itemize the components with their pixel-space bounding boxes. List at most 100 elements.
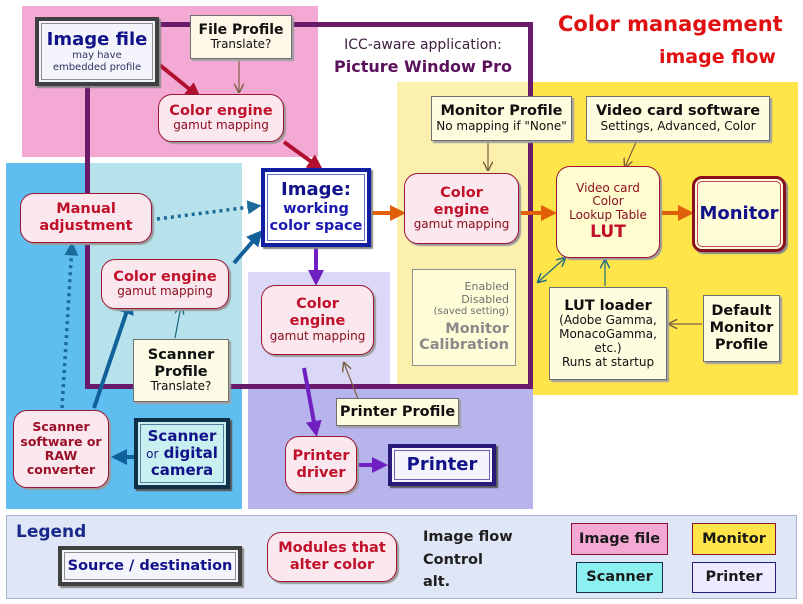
app-label: ICC-aware application: bbox=[344, 37, 502, 53]
legend-source-label: Source / destination bbox=[67, 557, 233, 574]
legend-modules-line2: alter color bbox=[289, 557, 375, 573]
legend-title: Legend bbox=[16, 522, 87, 542]
color-engine-input-sub: gamut mapping bbox=[173, 118, 269, 133]
color-engine-monitor: Color engine gamut mapping bbox=[404, 173, 519, 244]
legend-monitor-label: Monitor bbox=[702, 530, 766, 547]
video-card-lut: Video card Color Lookup Table LUT bbox=[556, 166, 660, 258]
manual-adjustment-line2: adjustment bbox=[39, 218, 133, 234]
monitor-profile-note: Monitor Profile No mapping if "None" bbox=[431, 96, 572, 141]
color-engine-scanner: Color engine gamut mapping bbox=[101, 259, 229, 309]
monitor-cal-title2: Calibration bbox=[419, 337, 509, 354]
lut-loader-l2: MonacoGamma, bbox=[559, 327, 657, 342]
monitor-cal-disabled: Disabled bbox=[461, 292, 509, 306]
monitor-destination: Monitor bbox=[692, 176, 786, 252]
image-file-source: Image file may have embedded profile bbox=[35, 17, 159, 86]
video-card-software-sub: Settings, Advanced, Color bbox=[600, 118, 756, 133]
manual-adjustment: Manual adjustment bbox=[20, 193, 152, 243]
legend-control: Control bbox=[423, 552, 483, 568]
file-profile-note: File Profile Translate? bbox=[190, 15, 292, 59]
scanner-sw-l4: converter bbox=[26, 462, 96, 478]
scanner-sw-l2: software or bbox=[20, 433, 102, 449]
legend-modules: Modules that alter color bbox=[267, 532, 397, 582]
legend-image-file-label: Image file bbox=[578, 530, 661, 547]
monitor-cal-title1: Monitor bbox=[445, 320, 509, 337]
scanner-profile-l2: Profile bbox=[154, 363, 208, 380]
color-engine-printer-sub: gamut mapping bbox=[269, 328, 366, 343]
scanner-cam-l3: digital bbox=[163, 443, 218, 462]
legend-printer-label: Printer bbox=[705, 569, 763, 586]
printer-driver: Printer driver bbox=[285, 436, 357, 493]
lut-line1: Video card bbox=[576, 180, 640, 195]
image-file-sub2: embedded profile bbox=[52, 61, 142, 73]
file-profile-sub: Translate? bbox=[210, 37, 272, 52]
image-working-space: Image: working color space bbox=[261, 168, 371, 247]
color-engine-scanner-title: Color engine bbox=[113, 268, 217, 285]
printer-destination: Printer bbox=[388, 444, 496, 486]
lut-line2: Color bbox=[592, 194, 624, 209]
diagram-title-line1: Color management bbox=[558, 12, 783, 36]
monitor-cal-saved: (saved setting) bbox=[433, 306, 509, 318]
image-ws-line1: Image: bbox=[281, 179, 351, 201]
legend-monitor: Monitor bbox=[692, 523, 776, 555]
legend-alt: alt. bbox=[423, 574, 451, 590]
scanner-profile-sub: Translate? bbox=[150, 379, 212, 394]
color-engine-monitor-line1: Color bbox=[440, 184, 483, 201]
image-file-sub1: may have bbox=[72, 50, 122, 62]
color-engine-printer-line2: engine bbox=[289, 313, 346, 330]
scanner-cam-l2-row: or digital bbox=[146, 443, 218, 462]
lut-loader-l1: (Adobe Gamma, bbox=[559, 313, 657, 328]
app-name: Picture Window Pro bbox=[334, 57, 512, 76]
video-card-software-title: Video card software bbox=[595, 103, 761, 120]
monitor-cal-enabled: Enabled bbox=[464, 279, 509, 293]
legend-image-file: Image file bbox=[571, 523, 668, 555]
image-file-title: Image file bbox=[46, 28, 148, 50]
legend-scanner-label: Scanner bbox=[586, 569, 653, 586]
monitor-title: Monitor bbox=[699, 202, 779, 224]
monitor-profile-title: Monitor Profile bbox=[440, 103, 563, 120]
legend-printer: Printer bbox=[692, 562, 776, 593]
file-profile-title: File Profile bbox=[198, 22, 284, 39]
lut-loader-l3: etc.) bbox=[594, 340, 622, 355]
color-engine-scanner-sub: gamut mapping bbox=[117, 284, 213, 299]
legend-source-destination: Source / destination bbox=[58, 546, 242, 586]
diagram-title-line2: image flow bbox=[659, 46, 776, 68]
lut-loader-l4: Runs at startup bbox=[561, 354, 655, 369]
color-engine-monitor-sub: gamut mapping bbox=[413, 217, 510, 232]
lut-line4: LUT bbox=[590, 221, 626, 242]
lut-loader-title: LUT loader bbox=[564, 297, 652, 314]
scanner-cam-l4: camera bbox=[150, 461, 214, 480]
color-engine-input-title: Color engine bbox=[169, 102, 273, 119]
monitor-calibration: Enabled Disabled (saved setting) Monitor… bbox=[412, 269, 516, 366]
scanner-camera-source: Scanner or digital camera bbox=[134, 418, 230, 489]
scanner-cam-l1: Scanner bbox=[147, 426, 217, 445]
color-engine-monitor-line2: engine bbox=[433, 201, 490, 218]
video-card-software-note: Video card software Settings, Advanced, … bbox=[586, 96, 770, 141]
printer-title: Printer bbox=[406, 453, 478, 475]
monitor-profile-sub: No mapping if "None" bbox=[436, 118, 567, 133]
printer-driver-l2: driver bbox=[296, 464, 346, 481]
legend-scanner: Scanner bbox=[576, 562, 663, 593]
default-profile-l3: Profile bbox=[714, 336, 769, 353]
printer-driver-l1: Printer bbox=[292, 447, 350, 464]
default-profile-l2: Monitor bbox=[709, 320, 774, 337]
scanner-sw-l1: Scanner bbox=[32, 419, 90, 435]
scanner-software: Scanner software or RAW converter bbox=[13, 410, 109, 488]
default-profile-l1: Default bbox=[711, 303, 772, 320]
lut-loader: LUT loader (Adobe Gamma, MonacoGamma, et… bbox=[549, 287, 667, 380]
image-ws-line2: working bbox=[283, 201, 349, 218]
image-ws-line3: color space bbox=[269, 217, 363, 234]
scanner-cam-l2: or bbox=[146, 446, 159, 461]
scanner-profile-note: Scanner Profile Translate? bbox=[133, 339, 229, 402]
printer-profile-note: Printer Profile bbox=[336, 398, 459, 426]
manual-adjustment-line1: Manual bbox=[56, 201, 116, 218]
printer-profile-title: Printer Profile bbox=[339, 403, 456, 420]
color-engine-printer-line1: Color bbox=[296, 296, 339, 313]
legend-image-flow: Image flow bbox=[423, 529, 513, 545]
lut-line3: Lookup Table bbox=[569, 208, 647, 223]
color-engine-printer: Color engine gamut mapping bbox=[261, 285, 374, 355]
scanner-profile-l1: Scanner bbox=[147, 346, 215, 363]
default-monitor-profile: Default Monitor Profile bbox=[703, 295, 780, 362]
legend-modules-line1: Modules that bbox=[278, 540, 386, 557]
color-engine-input: Color engine gamut mapping bbox=[158, 94, 284, 142]
scanner-sw-l3: RAW bbox=[44, 448, 78, 463]
